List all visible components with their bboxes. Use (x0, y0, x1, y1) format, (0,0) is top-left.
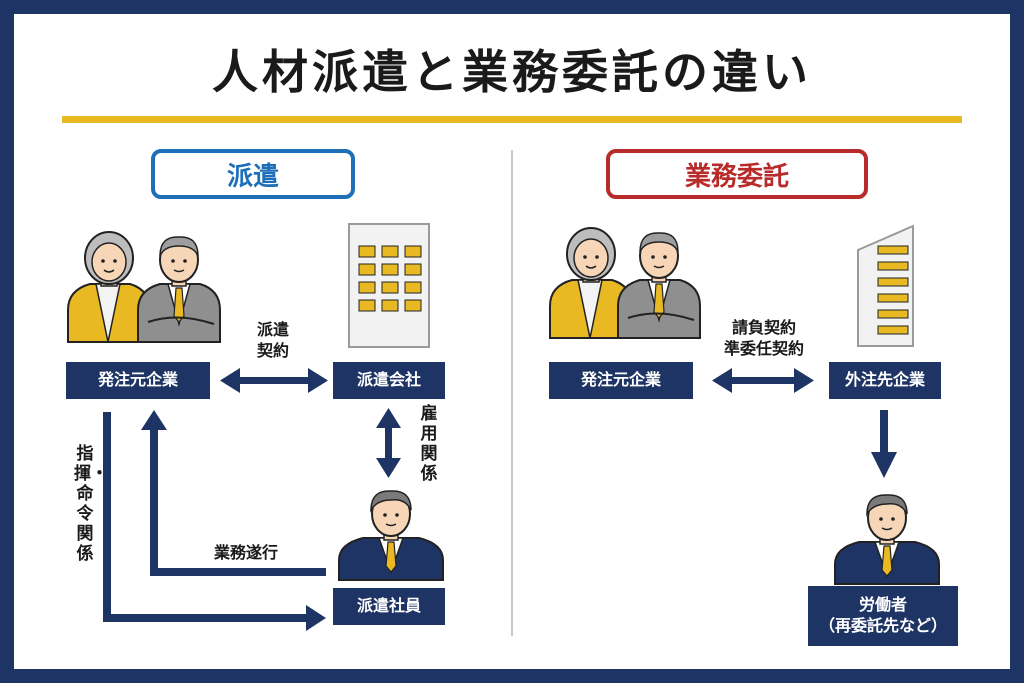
building-icon (348, 223, 430, 348)
worker-icon (338, 489, 444, 581)
contractor-worker-arrow-icon (871, 410, 897, 478)
client-people-icon (67, 231, 221, 343)
outsourcing-heading: 業務委託 (606, 149, 868, 199)
dispatch-worker-box: 派遣社員 (333, 588, 445, 625)
outsourcing-contract-arrow-icon (712, 368, 814, 393)
command-arrow-icon (103, 412, 326, 631)
page-title: 人材派遣と業務委託の違い (212, 45, 812, 99)
center-divider (511, 150, 513, 636)
title-underline (62, 116, 962, 123)
worker-icon (834, 493, 940, 585)
dispatch-heading: 派遣 (151, 149, 355, 199)
dispatch-contract-label: 派遣 契約 (256, 320, 289, 360)
employment-arrow-icon (376, 408, 401, 478)
outsourcing-client-box: 発注元企業 (549, 362, 693, 399)
contractor-box: 外注先企業 (829, 362, 941, 399)
client-people-icon (549, 227, 701, 339)
dispatch-agency-box: 派遣会社 (333, 362, 445, 399)
building-icon (857, 224, 914, 347)
outsourcing-contract-label: 請負契約 準委任契約 (723, 318, 804, 358)
dispatch-contract-arrow-icon (220, 368, 328, 393)
task-arrow-icon (141, 410, 326, 576)
employment-relation-label: 雇用関係 (420, 404, 438, 485)
task-execution-label: 業務遂行 (213, 543, 278, 562)
dispatch-client-box: 発注元企業 (66, 362, 210, 399)
command-relation-label: 指揮・命令関係 (74, 444, 108, 565)
subcontract-worker-box: 労働者 （再委託先など） (808, 586, 958, 646)
